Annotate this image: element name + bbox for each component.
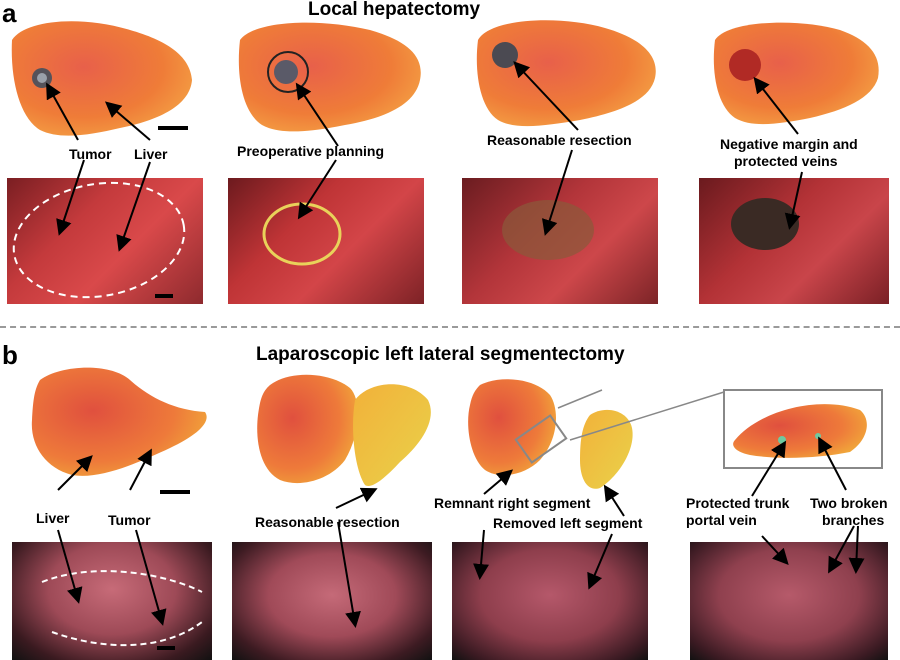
liver-model-b3 [468, 379, 633, 489]
liver-model-b2 [257, 374, 431, 486]
panel-letter-b: b [2, 340, 18, 370]
label-b-broken-1: Two broken [810, 495, 888, 511]
label-a-tumor: Tumor [69, 146, 112, 162]
label-b-tumor: Tumor [108, 512, 151, 528]
label-a-reasonable: Reasonable resection [487, 132, 632, 148]
liver-model-4 [713, 22, 879, 125]
panel-a-title: Local hepatectomy [308, 0, 481, 20]
photo-b2 [232, 542, 432, 660]
scale-bar-b [160, 490, 190, 494]
liver-model-b1 [31, 367, 207, 476]
photo-a2 [228, 178, 424, 304]
liver-model-2 [238, 22, 421, 132]
label-b-remnant: Remnant right segment [434, 495, 591, 511]
label-a-preoperative: Preoperative planning [237, 143, 385, 159]
label-b-reasonable: Reasonable resection [255, 514, 400, 530]
zoom-inset [557, 389, 883, 469]
panel-b-3d-models [31, 367, 883, 494]
label-a-negative-1: Negative margin and [720, 136, 858, 152]
label-a-liver: Liver [134, 146, 168, 162]
panel-a-arrows [46, 61, 803, 252]
panel-b-title: Laparoscopic left lateral segmentectomy [256, 344, 625, 365]
photo-b1 [12, 542, 212, 660]
resected-cavity [731, 198, 799, 250]
photo-a4 [699, 178, 889, 304]
scale-bar [158, 126, 188, 130]
label-b-removed: Removed left segment [493, 515, 643, 531]
liver-model-3 [476, 20, 656, 127]
dashed-outline [12, 181, 186, 299]
photo-b3 [452, 542, 648, 660]
label-b-protected-2: portal vein [686, 512, 757, 528]
panel-letter-a: a [2, 0, 17, 28]
section-divider [0, 326, 900, 328]
liver-outline-b [41, 570, 203, 650]
label-a-negative-2: protected veins [734, 153, 838, 169]
label-b-broken-2: branches [822, 512, 885, 528]
photo-a3 [462, 178, 658, 304]
panel-a-3d-models [11, 20, 879, 136]
photo-a1 [7, 178, 203, 304]
label-b-liver: Liver [36, 510, 70, 526]
label-b-protected-1: Protected trunk [686, 495, 790, 511]
panel-b-arrows [57, 436, 865, 628]
